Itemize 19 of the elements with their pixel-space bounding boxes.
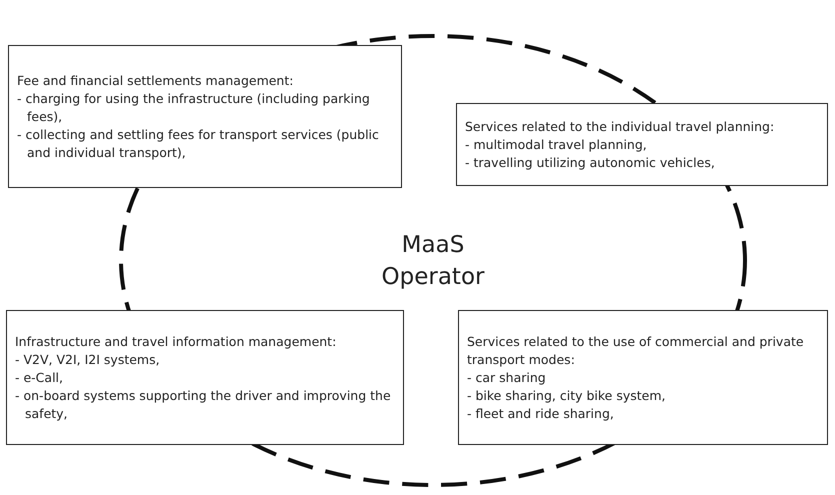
box-heading: Infrastructure and travel information management: <box>15 332 338 350</box>
list-item: - charging for using the infrastructure (including parking fees), <box>17 90 371 126</box>
list-item: - collecting and settling fees for transport services (public and individual transport), <box>17 126 380 162</box>
list-item: - e-Call, <box>15 368 64 386</box>
service-box <box>6 310 404 445</box>
list-item: - on-board systems supporting the driver and improving the safety, <box>15 386 392 422</box>
service-box <box>8 45 402 188</box>
list-item: - V2V, V2I, I2I systems, <box>15 350 161 368</box>
box-heading: Fee and financial settlements management: <box>17 72 294 90</box>
box-heading: Services related to the individual travel planning: <box>465 118 776 136</box>
list-item: - multimodal travel planning, <box>465 136 648 154</box>
list-item: - travelling utilizing autonomic vehicles, <box>465 154 716 172</box>
list-item: - fleet and ride sharing, <box>467 404 615 422</box>
service-box <box>456 103 828 186</box>
operator-label: MaaS Operator <box>380 230 486 292</box>
list-item: - car sharing <box>467 368 547 386</box>
service-box <box>458 310 828 445</box>
box-heading: Services related to the use of commercial and private transport modes: <box>467 332 805 368</box>
list-item: - bike sharing, city bike system, <box>467 386 667 404</box>
